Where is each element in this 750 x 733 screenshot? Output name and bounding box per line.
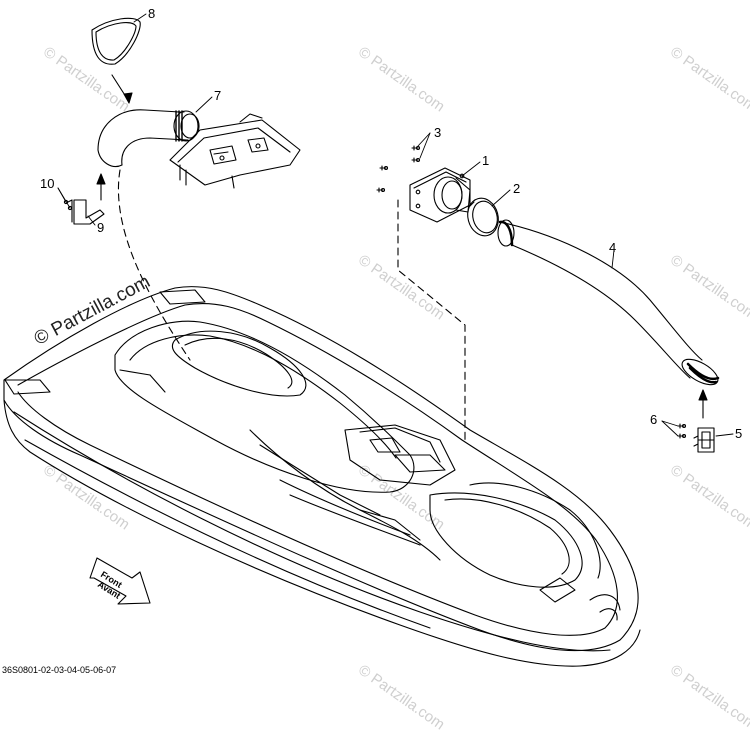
part-6-screws (677, 423, 687, 439)
part-1-adaptor (409, 167, 471, 223)
diagram-drawing: 8 7 3 1 2 4 5 6 9 10 Front Avant (3, 6, 742, 667)
part-7-elbow-hose (97, 109, 200, 168)
diagram-code: 36S0801-02-03-04-05-06-07 (2, 665, 117, 675)
callout-2: 2 (513, 181, 520, 196)
part-2-clamp (467, 197, 499, 237)
callout-labels: 8 7 3 1 2 4 5 6 9 10 Front Avant (40, 6, 742, 601)
callout-10: 10 (40, 176, 54, 191)
parts-diagram: © Partzilla.com © Partzilla.com © Partzi… (2, 6, 750, 733)
callout-9: 9 (97, 220, 104, 235)
callout-7: 7 (214, 88, 221, 103)
arrow-8-to-7 (111, 74, 133, 104)
watercraft-hull (3, 286, 641, 667)
part-8-cover (91, 17, 141, 65)
arrow-5-to-4 (698, 389, 708, 419)
part-9-clamp-bracket (63, 199, 105, 225)
front-direction-arrow (89, 557, 151, 605)
callout-5: 5 (735, 426, 742, 441)
part-5-bracket (693, 427, 715, 453)
callout-8: 8 (148, 6, 155, 21)
arrow-9-to-7 (96, 173, 106, 201)
bracket-plate (169, 113, 301, 189)
callout-3: 3 (434, 125, 441, 140)
part-4-hose (497, 219, 720, 386)
callout-4: 4 (609, 240, 616, 255)
callout-leaders (57, 13, 734, 437)
callout-1: 1 (482, 153, 489, 168)
callout-6: 6 (650, 412, 657, 427)
part-3-screws (376, 145, 421, 193)
leader-lines (117, 169, 466, 441)
